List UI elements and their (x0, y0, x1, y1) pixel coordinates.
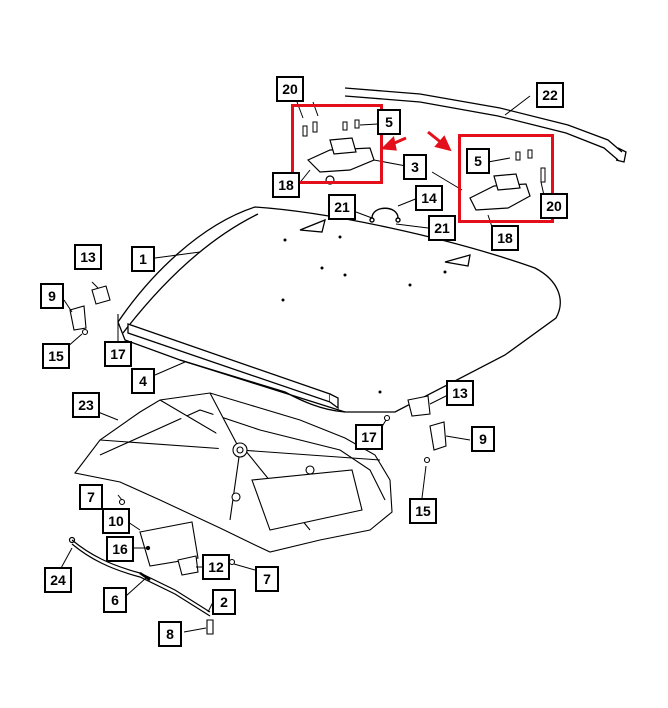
callout-21-right: 21 (428, 215, 456, 241)
hood-release-cable (68, 536, 211, 617)
callout-8: 8 (158, 621, 182, 647)
hinge-bracket-left (306, 137, 375, 185)
callout-16: 16 (106, 536, 134, 562)
hinge-bracket-right (469, 173, 531, 211)
weatherstrip-seal (344, 87, 627, 163)
latch-assemblies (69, 285, 447, 464)
callout-23: 23 (72, 392, 100, 418)
bolts (302, 119, 546, 183)
callout-4: 4 (131, 368, 155, 394)
callout-9-right: 9 (471, 426, 495, 452)
callout-13-left: 13 (74, 244, 102, 270)
callout-15-left: 15 (42, 343, 70, 369)
callout-3: 3 (403, 154, 427, 180)
callout-17-left: 17 (104, 341, 132, 367)
callout-18-left: 18 (272, 172, 300, 198)
callout-1: 1 (131, 246, 155, 272)
callout-10: 10 (102, 508, 130, 534)
hood-insulation-pad (74, 392, 393, 553)
callout-7-left: 7 (79, 484, 103, 510)
callout-21-left: 21 (328, 194, 356, 220)
callout-20-upper-left: 20 (276, 76, 304, 102)
callout-22: 22 (536, 82, 564, 108)
hood-front-trim (127, 323, 339, 410)
callout-17-right: 17 (355, 424, 383, 450)
callout-15-right: 15 (409, 498, 437, 524)
callout-6: 6 (103, 587, 127, 613)
callout-2: 2 (212, 589, 236, 615)
callout-7-right: 7 (255, 566, 279, 592)
callout-5-upper-left: 5 (377, 109, 401, 135)
highlight-box-left (291, 104, 383, 184)
callout-5-right: 5 (466, 148, 490, 174)
callout-14: 14 (415, 185, 443, 211)
callout-13-right: 13 (446, 380, 474, 406)
callout-9-left: 9 (40, 283, 64, 309)
hood-holes (281, 235, 447, 394)
callout-12: 12 (202, 554, 230, 580)
highlight-box-right (458, 134, 554, 223)
callout-20-right: 20 (540, 193, 568, 219)
callout-18-right: 18 (491, 225, 519, 251)
callout-24: 24 (44, 567, 72, 593)
